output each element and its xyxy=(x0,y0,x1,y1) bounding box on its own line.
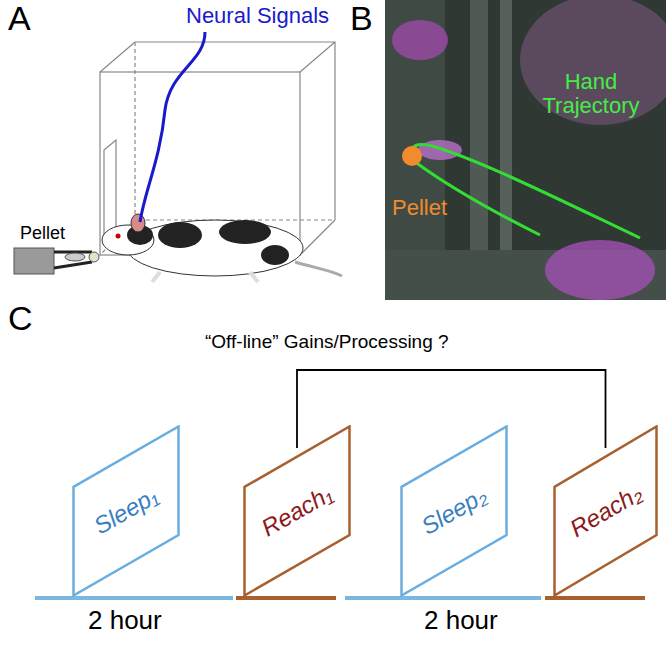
parallelogram-shape xyxy=(402,427,507,596)
sleep-bar xyxy=(35,596,233,600)
pellet-dot xyxy=(402,146,422,166)
part-label: Pellet xyxy=(20,224,65,244)
part-label: Pellet xyxy=(392,196,447,220)
signal-label: Neural Signals xyxy=(186,4,329,28)
rat-body-photo xyxy=(520,0,666,125)
pellet-ball xyxy=(89,252,99,262)
neural-cable xyxy=(140,32,205,222)
trajectory-label: Hand Trajectory xyxy=(528,70,654,118)
duration-label: 2 hour xyxy=(424,606,498,635)
pellet-tray xyxy=(65,253,85,261)
duration-label: 2 hour xyxy=(88,606,162,635)
panel-letter: C xyxy=(8,300,33,337)
parallelogram-shape xyxy=(74,427,179,596)
phase-parallelogram: Reach₁ xyxy=(243,425,351,597)
edge-label: “Off-line” Gains/Processing ? xyxy=(205,332,449,353)
reach-bar xyxy=(545,596,645,600)
pellet-device xyxy=(14,248,54,274)
parallelogram-shape xyxy=(245,427,350,596)
rat-paw-photo xyxy=(392,20,448,60)
phase-parallelogram: Sleep₂ xyxy=(400,425,508,597)
panel-letter: B xyxy=(350,0,373,37)
rat-paw-photo xyxy=(545,240,655,300)
reach-bar xyxy=(236,596,336,600)
phase-parallelogram: Reach₂ xyxy=(553,425,658,597)
rat xyxy=(102,214,342,282)
pellet-arm xyxy=(54,252,92,268)
panel-letter: A xyxy=(8,0,31,37)
parallelogram-shape xyxy=(555,427,657,596)
sleep-bar xyxy=(345,596,541,600)
phase-parallelogram: Sleep₁ xyxy=(72,425,180,597)
hand-trajectory xyxy=(410,145,640,238)
